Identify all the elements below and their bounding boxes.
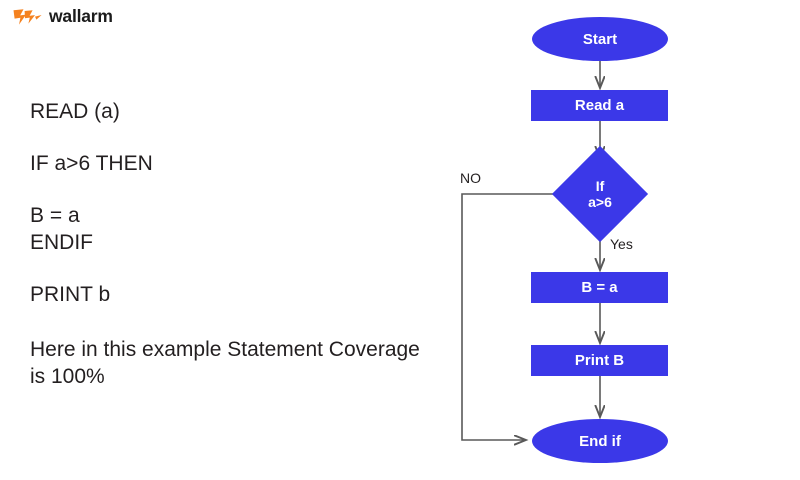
flow-node-assign-label: B = a — [581, 279, 618, 296]
flow-node-start-label: Start — [582, 30, 618, 48]
flow-node-assign[interactable]: B = a — [531, 272, 668, 303]
coverage-note: Here in this example Statement Coverage … — [30, 338, 420, 388]
edge-if-no-to-end — [461, 193, 566, 440]
edge-label-no: NO — [460, 170, 481, 186]
flow-node-decision-if[interactable]: If a>6 — [551, 145, 649, 243]
code-line-read: READ (a) — [30, 100, 120, 123]
flow-node-decision-if-label: If a>6 — [588, 178, 612, 210]
pseudocode-block: READ (a) IF a>6 THEN B = a ENDIF PRINT b — [30, 98, 430, 308]
flow-node-end-if-label: End if — [579, 432, 621, 450]
code-line-print: PRINT b — [30, 283, 111, 306]
decision-label-line1: If — [595, 178, 605, 194]
code-spacer — [30, 125, 430, 150]
flowchart: Start Read a If a>6 B = a Print B End if… — [440, 0, 800, 480]
brand-logo: wallarm — [12, 8, 113, 26]
flow-node-print[interactable]: Print B — [531, 345, 668, 376]
edge-label-yes: Yes — [610, 236, 633, 252]
code-spacer — [30, 256, 430, 281]
code-line-if: IF a>6 THEN — [30, 152, 153, 175]
code-line-assign: B = a — [30, 204, 80, 227]
flow-node-print-label: Print B — [574, 352, 625, 369]
decision-label-line2: a>6 — [588, 194, 612, 210]
flow-node-start[interactable]: Start — [532, 17, 668, 61]
flow-node-read-a-label: Read a — [574, 97, 625, 114]
brand-wordmark: wallarm — [49, 6, 113, 27]
code-spacer — [30, 177, 430, 202]
flow-node-end-if[interactable]: End if — [532, 419, 668, 463]
flow-node-read-a[interactable]: Read a — [531, 90, 668, 121]
code-line-endif: ENDIF — [30, 231, 93, 254]
wallarm-bolt-logo-icon — [13, 9, 42, 25]
